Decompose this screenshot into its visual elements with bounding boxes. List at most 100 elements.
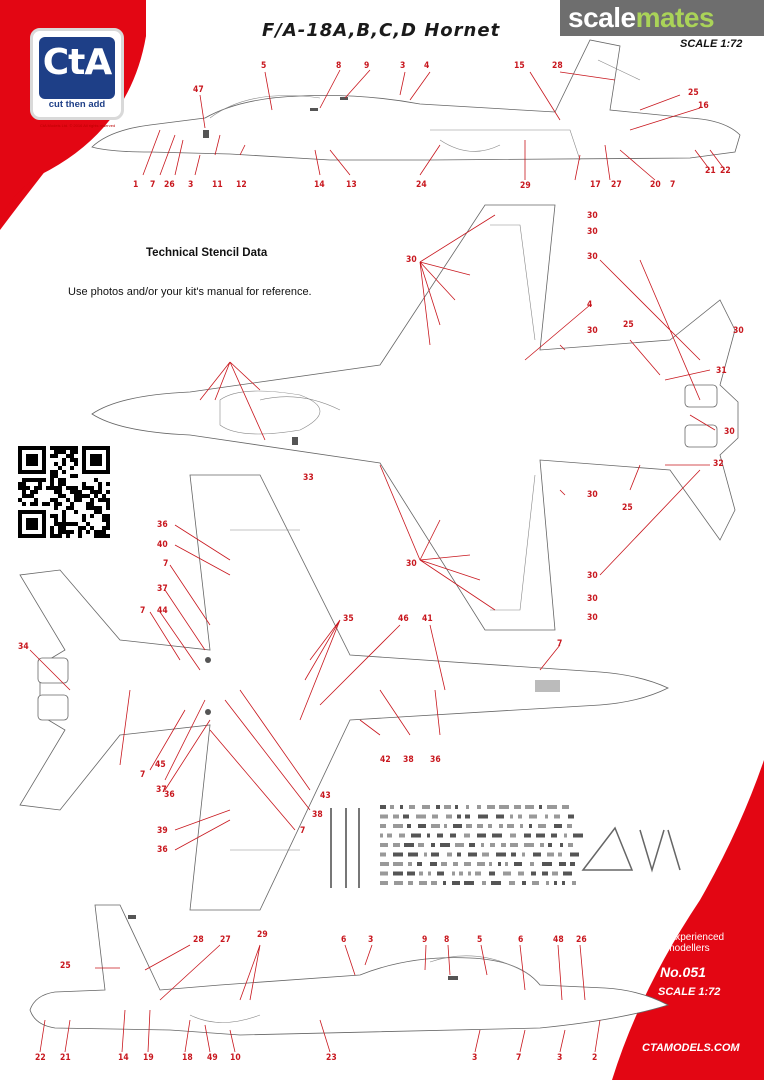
stencil-decal xyxy=(477,805,481,809)
stencil-decal xyxy=(477,824,483,828)
callout-number: 30 xyxy=(587,594,598,604)
stencil-decal xyxy=(507,824,514,828)
callout-number: 36 xyxy=(164,790,175,800)
stencil-decal xyxy=(532,881,539,885)
stencil-decal xyxy=(558,852,562,857)
stencil-decal xyxy=(475,871,481,876)
stencil-decal xyxy=(393,843,400,847)
callout-number: 16 xyxy=(698,101,709,111)
stencil-decal xyxy=(478,814,488,819)
stencil-decal xyxy=(538,824,546,828)
stencil-decal xyxy=(547,805,557,809)
callout-number: 36 xyxy=(430,755,441,765)
stencil-decal xyxy=(399,833,405,838)
side-profile-top xyxy=(91,39,741,161)
stencil-decal xyxy=(380,805,386,809)
callout-number: 26 xyxy=(576,935,587,945)
callout-number: 7 xyxy=(557,639,562,649)
stencil-decal xyxy=(547,852,554,857)
stencil-decal xyxy=(418,843,424,847)
stencil-decal xyxy=(424,852,427,857)
stencil-decal xyxy=(492,833,502,838)
stencil-decal xyxy=(431,881,437,885)
stencil-decal xyxy=(518,814,522,819)
copyright-text: CtA Models Ltd. © 2016 All rights reserv… xyxy=(40,123,116,128)
callout-number: 3 xyxy=(472,1053,477,1063)
stencil-decal xyxy=(403,814,409,819)
callout-number: 39 xyxy=(157,826,168,836)
callout-number: 7 xyxy=(300,826,305,836)
stencil-decal xyxy=(447,852,452,857)
experienced-line1: For experienced xyxy=(651,932,725,943)
stencil-decal xyxy=(552,871,558,876)
callout-number: 29 xyxy=(257,930,268,940)
callout-number: 25 xyxy=(60,961,71,971)
callout-number: 49 xyxy=(207,1053,218,1063)
stencil-decal xyxy=(411,833,421,838)
stencil-decal xyxy=(407,871,415,876)
stencil-decal xyxy=(548,843,552,847)
stencil-decal xyxy=(437,871,444,876)
callout-number: 6 xyxy=(341,935,346,945)
stencil-decal xyxy=(407,824,411,828)
stencil-strip xyxy=(330,808,332,888)
stencil-decal xyxy=(393,852,403,857)
callout-number: 30 xyxy=(587,571,598,581)
callout-number: 24 xyxy=(416,180,427,190)
stencil-decal xyxy=(444,805,451,809)
stencil-decal xyxy=(431,824,440,828)
logo-tagline: cut then add xyxy=(48,99,106,110)
stencil-decal xyxy=(567,824,572,828)
stencil-decal xyxy=(437,833,443,838)
stencil-decal xyxy=(430,862,437,866)
stencil-decal xyxy=(514,862,522,866)
stencil-decal xyxy=(436,805,440,809)
callout-number: 34 xyxy=(18,642,29,652)
stencil-decal xyxy=(422,805,430,809)
stencil-decal xyxy=(452,871,455,876)
callout-number: 23 xyxy=(326,1053,337,1063)
callout-number: 30 xyxy=(587,613,598,623)
stencil-decal xyxy=(568,814,574,819)
stencil-decal xyxy=(511,852,516,857)
stencil-decal xyxy=(551,833,557,838)
watermark-text-b: mates xyxy=(635,2,715,33)
stencil-decal xyxy=(428,871,431,876)
stencil-decal xyxy=(539,805,542,809)
stencil-decal xyxy=(562,881,565,885)
stencil-decal xyxy=(419,881,427,885)
stencil-decal xyxy=(453,862,458,866)
callout-number: 41 xyxy=(422,614,433,624)
stencil-decal xyxy=(546,881,549,885)
stencil-decal xyxy=(536,833,545,838)
stencil-decal xyxy=(568,843,573,847)
stencil-decal xyxy=(432,814,438,819)
stencil-decal xyxy=(489,871,495,876)
stencil-decal xyxy=(564,833,567,838)
callout-number: 45 xyxy=(155,760,166,770)
callout-number: 30 xyxy=(587,211,598,221)
callout-number: 3 xyxy=(368,935,373,945)
callout-number: 1 xyxy=(133,180,138,190)
stencil-decal xyxy=(482,852,489,857)
stencil-decal xyxy=(380,843,388,847)
stencil-decal xyxy=(464,833,470,838)
callout-number: 30 xyxy=(406,255,417,265)
qr-code[interactable] xyxy=(18,446,110,538)
stencil-shapes xyxy=(581,826,681,873)
callout-number: 7 xyxy=(140,770,145,780)
stencil-decal xyxy=(409,805,415,809)
stencil-decal xyxy=(455,805,458,809)
stencil-decal xyxy=(518,871,524,876)
stencil-decal xyxy=(554,881,557,885)
stencil-decal xyxy=(524,843,534,847)
experienced-line2: modellers xyxy=(666,943,710,954)
stencil-decal xyxy=(393,814,399,819)
stencil-decal xyxy=(394,881,403,885)
planform-bottom-view xyxy=(19,474,669,911)
stencil-decal xyxy=(540,843,544,847)
callout-number: 22 xyxy=(35,1053,46,1063)
side-profile-bottom xyxy=(29,904,670,1036)
website-link[interactable]: CTAMODELS.COM xyxy=(642,1042,740,1054)
stencil-decal xyxy=(468,852,477,857)
